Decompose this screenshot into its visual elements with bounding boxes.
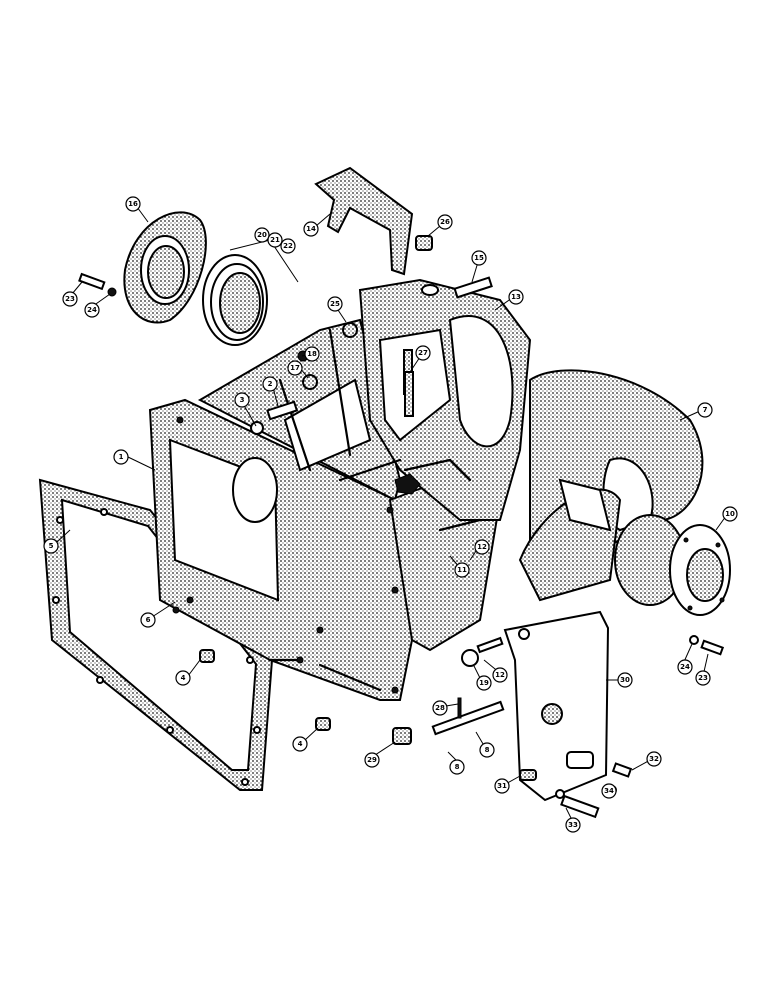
callout-7: 7 <box>697 402 713 418</box>
svg-text:8: 8 <box>485 746 490 754</box>
svg-text:19: 19 <box>479 679 489 687</box>
hardware <box>78 235 725 819</box>
svg-text:4: 4 <box>298 740 303 748</box>
svg-text:13: 13 <box>511 293 521 301</box>
seal-retainer <box>123 211 207 324</box>
svg-text:23: 23 <box>698 674 708 682</box>
svg-text:34: 34 <box>604 787 614 795</box>
callout-16: 16 <box>125 196 141 212</box>
callouts: 1 2 3 4 4 5 6 7 8 8 10 11 12 12 13 14 15… <box>43 196 738 833</box>
top-gasket <box>314 166 414 276</box>
callout-24a: 24 <box>84 302 100 318</box>
svg-text:11: 11 <box>457 566 467 574</box>
svg-text:10: 10 <box>725 510 735 518</box>
svg-text:16: 16 <box>128 200 138 208</box>
callout-20: 20 <box>254 227 270 243</box>
svg-text:8: 8 <box>455 763 460 771</box>
svg-text:28: 28 <box>435 704 445 712</box>
svg-text:31: 31 <box>497 782 507 790</box>
callout-33: 33 <box>565 817 581 833</box>
rear-plate <box>503 610 610 802</box>
svg-text:3: 3 <box>240 396 245 404</box>
callout-12b: 12 <box>492 667 508 683</box>
svg-text:2: 2 <box>268 380 273 388</box>
callout-15: 15 <box>471 250 487 266</box>
svg-text:25: 25 <box>330 300 340 308</box>
callout-14: 14 <box>303 221 319 237</box>
callout-13: 13 <box>508 289 524 305</box>
svg-text:24: 24 <box>87 306 97 314</box>
callout-32: 32 <box>646 751 662 767</box>
callout-3: 3 <box>234 392 250 408</box>
svg-text:15: 15 <box>474 254 484 262</box>
callout-2: 2 <box>262 376 278 392</box>
callout-26: 26 <box>437 214 453 230</box>
callout-25: 25 <box>327 296 343 312</box>
callout-30: 30 <box>617 672 633 688</box>
retainer-shims <box>202 239 299 346</box>
callout-6: 6 <box>140 612 156 628</box>
svg-text:23: 23 <box>65 295 75 303</box>
svg-text:29: 29 <box>367 756 377 764</box>
svg-text:21: 21 <box>270 236 280 244</box>
callout-1: 1 <box>113 449 129 465</box>
svg-text:32: 32 <box>649 755 659 763</box>
callout-4a: 4 <box>175 670 191 686</box>
callout-12a: 12 <box>474 539 490 555</box>
svg-text:26: 26 <box>440 218 450 226</box>
svg-text:12: 12 <box>477 543 487 551</box>
callout-11: 11 <box>454 562 470 578</box>
callout-34: 34 <box>601 783 617 799</box>
svg-text:12: 12 <box>495 671 505 679</box>
svg-text:24: 24 <box>680 663 690 671</box>
svg-text:5: 5 <box>49 542 54 550</box>
svg-text:22: 22 <box>283 242 293 250</box>
rear-housing-section <box>338 278 532 532</box>
callout-28: 28 <box>432 700 448 716</box>
callout-19: 19 <box>476 675 492 691</box>
callout-23b: 23 <box>695 670 711 686</box>
callout-29: 29 <box>364 752 380 768</box>
svg-text:4: 4 <box>181 674 186 682</box>
svg-text:27: 27 <box>418 349 428 357</box>
side-cover <box>518 369 704 602</box>
callout-8a: 8 <box>479 742 495 758</box>
svg-text:20: 20 <box>257 231 267 239</box>
svg-text:33: 33 <box>568 821 578 829</box>
svg-text:30: 30 <box>620 676 630 684</box>
svg-text:1: 1 <box>119 453 124 461</box>
svg-text:7: 7 <box>703 406 708 414</box>
svg-text:6: 6 <box>146 616 151 624</box>
output-flange <box>614 514 731 616</box>
callout-10: 10 <box>722 506 738 522</box>
callout-24b: 24 <box>677 659 693 675</box>
callout-27: 27 <box>415 345 431 361</box>
svg-text:17: 17 <box>290 364 300 372</box>
callout-18: 18 <box>304 346 320 362</box>
callout-22: 22 <box>280 238 296 254</box>
callout-21: 21 <box>267 232 283 248</box>
svg-text:14: 14 <box>306 225 316 233</box>
transmission-housing <box>148 318 502 701</box>
callout-5: 5 <box>43 538 59 554</box>
callout-8b: 8 <box>449 759 465 775</box>
svg-text:18: 18 <box>307 350 317 358</box>
callout-17: 17 <box>287 360 303 376</box>
callout-4b: 4 <box>292 736 308 752</box>
callout-31: 31 <box>494 778 510 794</box>
callout-23a: 23 <box>62 291 78 307</box>
